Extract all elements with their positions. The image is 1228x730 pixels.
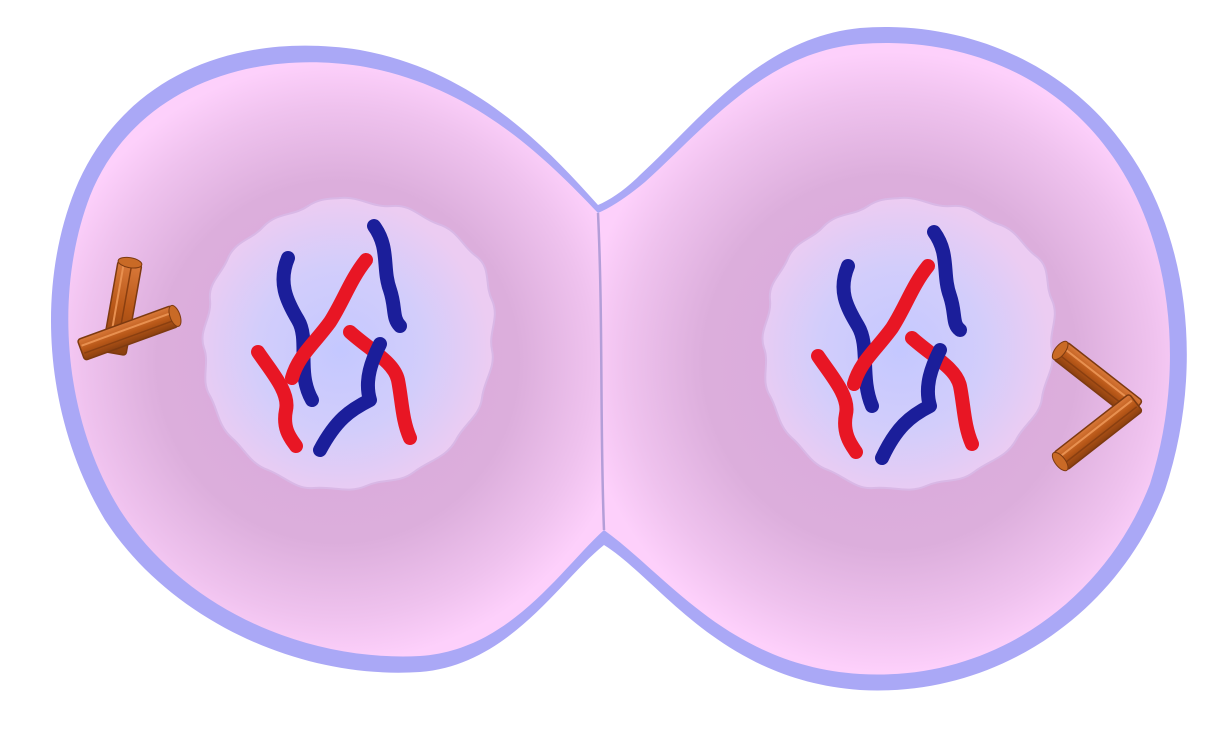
- chromosome-blue: [875, 343, 947, 465]
- chromosome-red: [905, 331, 979, 451]
- chromosome-blue: [367, 219, 407, 333]
- centriole: [77, 304, 182, 361]
- left-nucleus: [201, 196, 496, 491]
- left-chromosomes: [251, 219, 417, 457]
- chromosome-blue: [927, 225, 967, 337]
- chromosome-blue: [836, 259, 879, 413]
- chromosome-blue: [313, 337, 387, 457]
- right-centriole-pair: [1051, 340, 1143, 472]
- chromosome-blue: [276, 251, 319, 407]
- chromosome-red: [343, 325, 417, 445]
- chromosome-red: [811, 349, 863, 459]
- right-chromosomes: [811, 225, 979, 465]
- centriole: [1051, 394, 1143, 472]
- chromosome-red: [285, 253, 373, 385]
- chromosome-red: [251, 345, 303, 453]
- left-centriole-pair: [77, 256, 182, 361]
- chromosome-red: [847, 259, 935, 391]
- cleavage-furrow-line: [596, 212, 606, 531]
